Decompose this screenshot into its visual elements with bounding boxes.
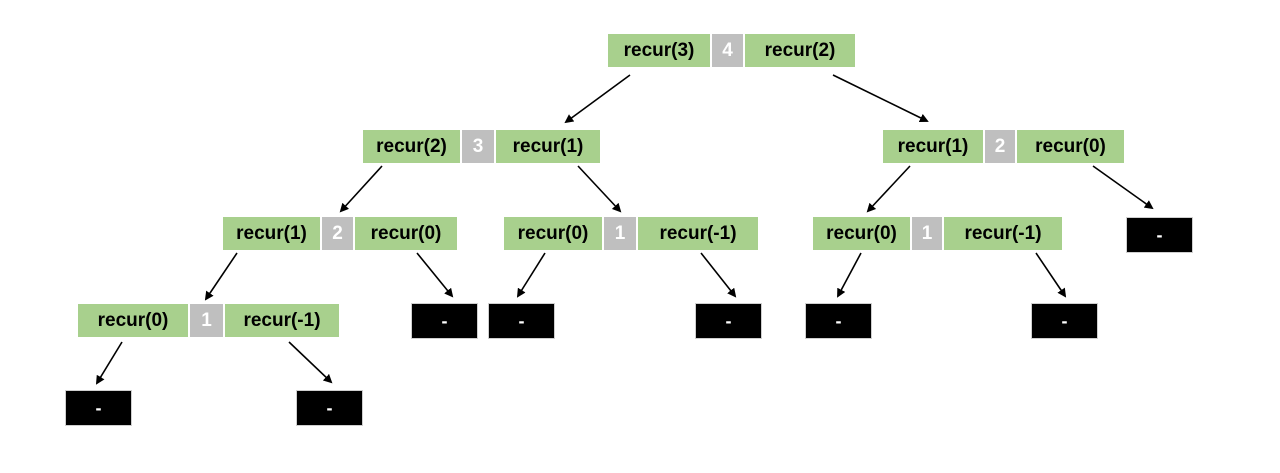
call-count-badge: 2	[985, 130, 1015, 163]
left-call-label: recur(0)	[813, 217, 910, 250]
right-call-label: recur(-1)	[944, 217, 1062, 250]
recursion-edge-arrow	[1035, 252, 1067, 298]
call-count-badge: 1	[912, 217, 942, 250]
base-case-leaf: -	[296, 390, 363, 426]
recursion-edge-arrow	[416, 252, 454, 298]
right-call-label: recur(-1)	[638, 217, 758, 250]
recursion-edge-arrow	[204, 252, 238, 301]
call-count-badge: 4	[712, 34, 743, 67]
recursion-edge-arrow	[837, 252, 862, 298]
base-case-leaf: -	[1126, 217, 1193, 253]
right-call-label: recur(0)	[355, 217, 457, 250]
base-case-leaf: -	[695, 303, 762, 339]
call-count-badge: 3	[462, 130, 494, 163]
recursion-edge-arrow	[516, 252, 546, 298]
recursion-edge-arrow	[866, 165, 911, 213]
call-count-badge: 2	[322, 217, 353, 250]
recursion-edge-arrow	[1092, 165, 1154, 210]
right-call-label: recur(1)	[496, 130, 600, 163]
recursion-edge-arrow	[700, 252, 737, 298]
recursion-edge-arrow	[95, 341, 123, 385]
base-case-leaf: -	[488, 303, 555, 339]
call-count-badge: 1	[604, 217, 636, 250]
right-call-label: recur(-1)	[225, 304, 339, 337]
left-call-label: recur(2)	[363, 130, 460, 163]
recursion-edge-arrow	[832, 74, 929, 122]
right-call-label: recur(2)	[745, 34, 855, 67]
base-case-leaf: -	[805, 303, 872, 339]
left-call-label: recur(0)	[78, 304, 188, 337]
base-case-leaf: -	[1031, 303, 1098, 339]
left-call-label: recur(3)	[608, 34, 710, 67]
recursion-edge-arrow	[339, 165, 383, 213]
left-call-label: recur(1)	[223, 217, 320, 250]
base-case-leaf: -	[411, 303, 478, 339]
recursion-edge-arrow	[288, 341, 333, 384]
left-call-label: recur(0)	[504, 217, 602, 250]
call-count-badge: 1	[190, 304, 223, 337]
right-call-label: recur(0)	[1017, 130, 1124, 163]
left-call-label: recur(1)	[883, 130, 983, 163]
recursion-edge-arrow	[564, 74, 631, 124]
base-case-leaf: -	[65, 390, 132, 426]
recursion-edge-arrow	[577, 165, 622, 213]
